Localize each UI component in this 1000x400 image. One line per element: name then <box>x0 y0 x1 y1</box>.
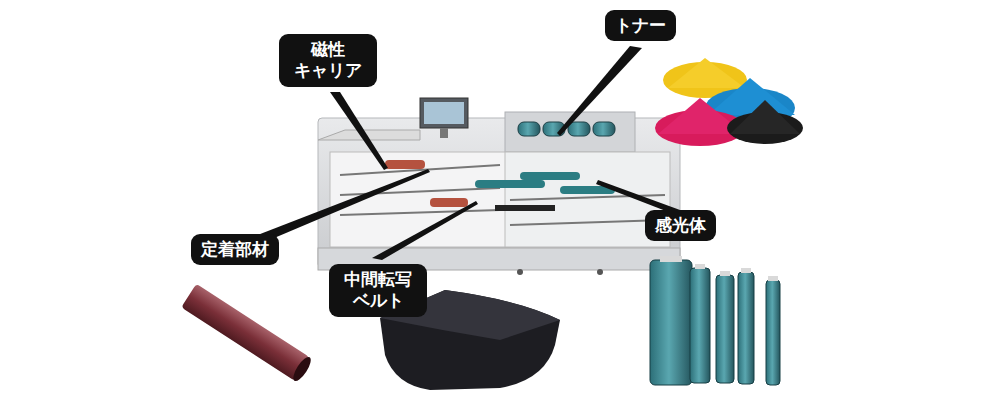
label-text: 定着部材 <box>201 239 269 260</box>
label-text: トナー <box>615 15 666 36</box>
label-text: 磁性 キャリア <box>289 39 367 82</box>
callout-label: 定着部材 <box>191 234 279 265</box>
callout-label: トナー <box>605 10 676 41</box>
label-text: 感光体 <box>655 215 706 236</box>
label-text: 中間転写 ベルト <box>339 269 417 312</box>
callout-label: 磁性 キャリア <box>279 34 377 87</box>
callout-label: 中間転写 ベルト <box>329 264 427 317</box>
callout-label: 感光体 <box>645 210 716 241</box>
